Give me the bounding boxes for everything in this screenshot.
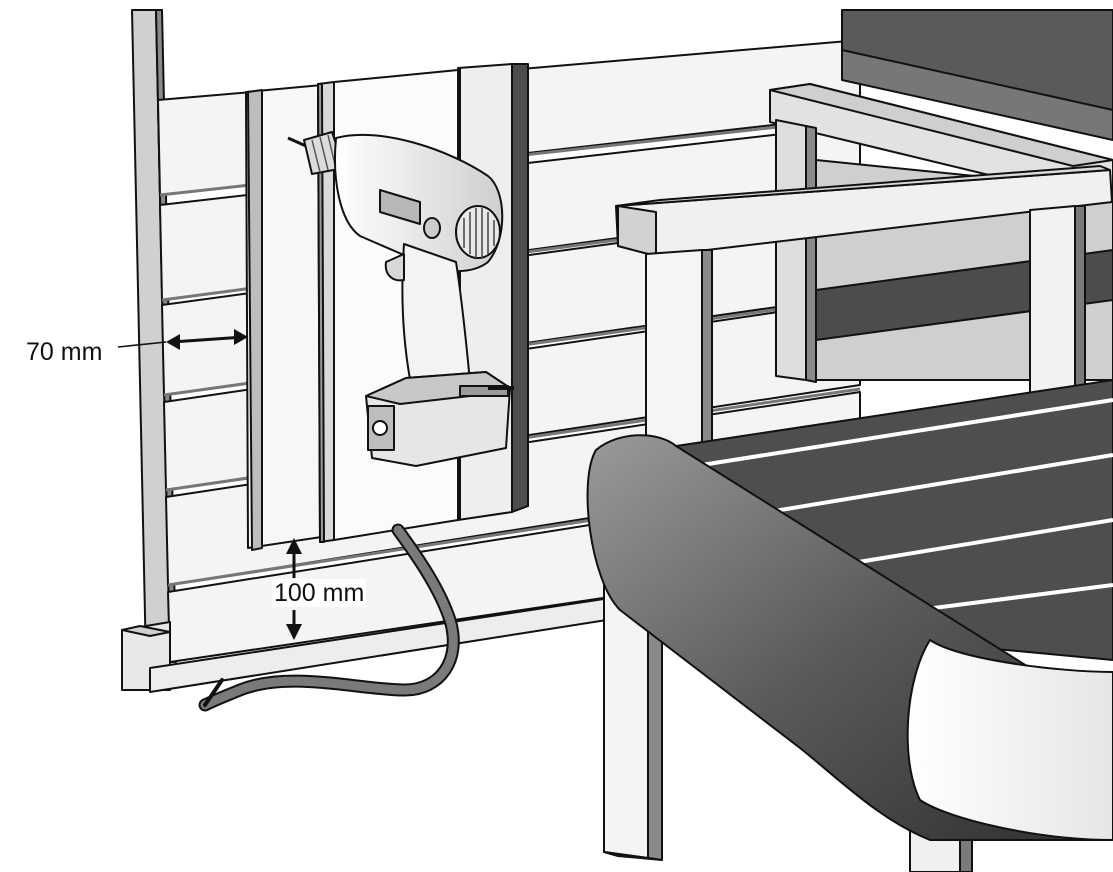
seat-cushion-end <box>906 639 1113 841</box>
dimension-100 <box>286 538 302 640</box>
dimension-label-bottom-gap: 100 mm <box>272 579 367 607</box>
drill-trigger <box>384 253 405 282</box>
arrowhead <box>286 624 302 640</box>
armrest-post <box>645 249 703 455</box>
power-cable <box>198 523 460 712</box>
drill <box>287 131 514 467</box>
dimension-label-side-gap: 70 mm <box>24 338 105 366</box>
plate-flange-left <box>247 89 263 551</box>
floor-beam-top <box>121 625 171 637</box>
drill-side-slot <box>379 189 421 225</box>
arrowhead <box>166 334 180 350</box>
bench <box>586 9 1113 872</box>
backrest <box>841 9 1113 121</box>
arrowhead <box>234 329 248 345</box>
rear-leg <box>775 119 807 381</box>
arrowhead <box>286 538 302 554</box>
drill-vent <box>455 205 501 259</box>
dimension-70 <box>117 329 248 350</box>
drill-bit <box>287 136 307 148</box>
leader-line <box>117 341 167 348</box>
